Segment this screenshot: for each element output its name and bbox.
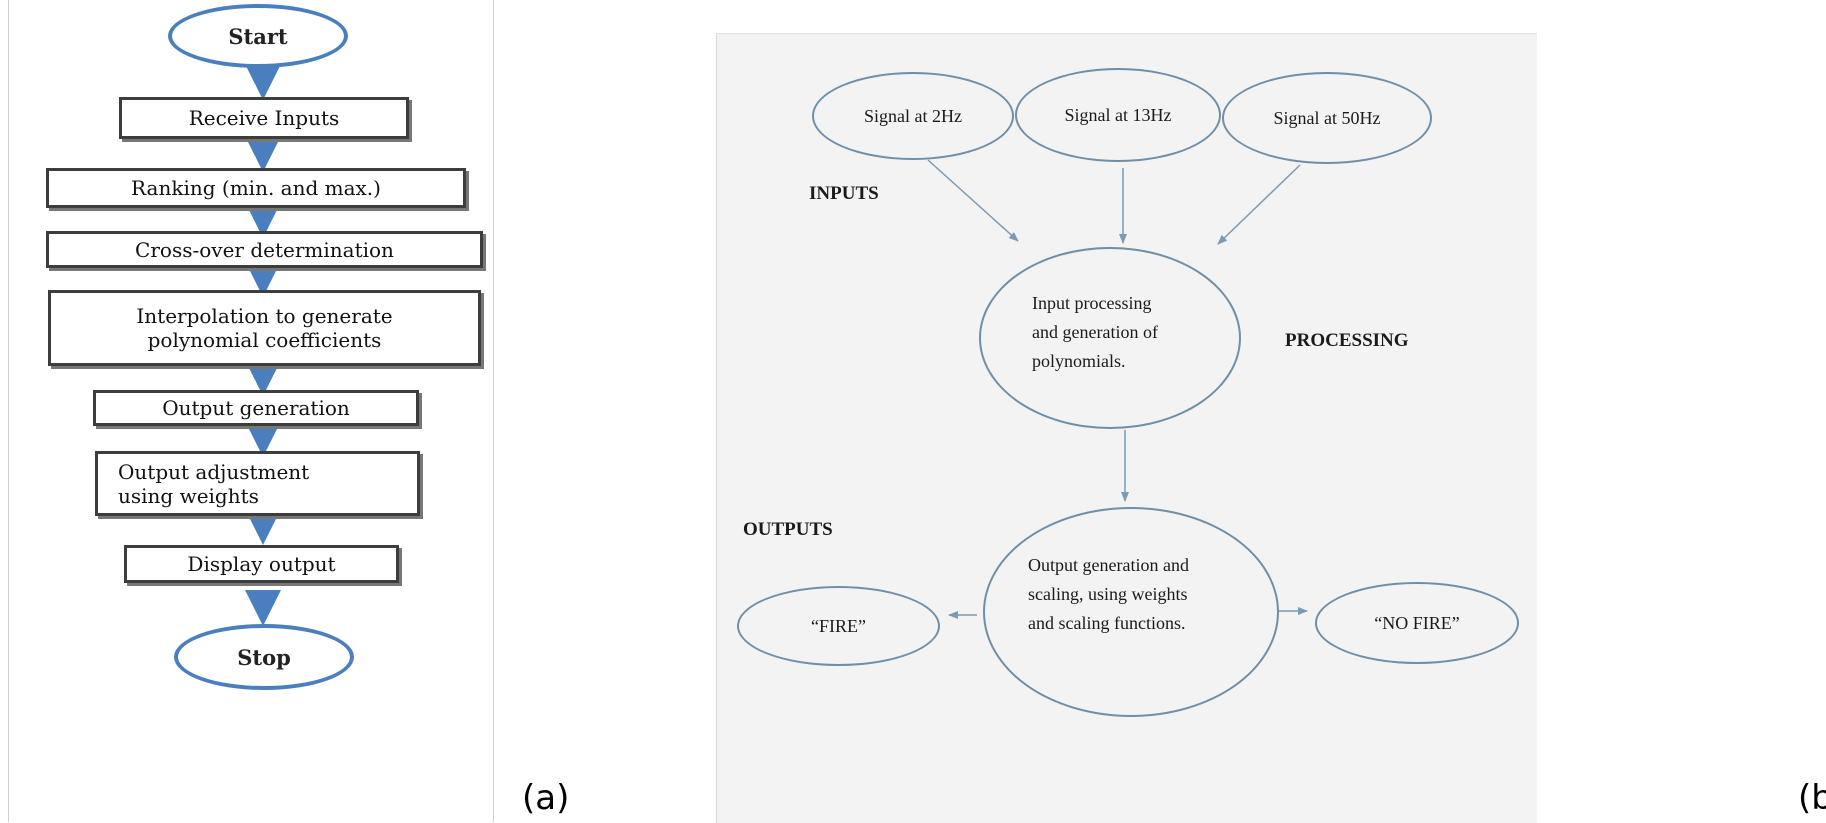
- processing-text: Input processing and generation of polyn…: [1032, 293, 1158, 371]
- flowchart-panel-a: Start Receive Inputs Ranking (min. and m…: [8, 0, 494, 822]
- panel-b-label: (b): [1798, 778, 1826, 818]
- heading-processing: PROCESSING: [1285, 330, 1409, 351]
- output-generation-text: Output generation and scaling, using wei…: [1028, 555, 1189, 633]
- start-terminal: Start: [168, 4, 348, 68]
- step-receive-inputs: Receive Inputs: [119, 97, 409, 139]
- output-generation-node: [983, 507, 1279, 717]
- heading-inputs: INPUTS: [809, 183, 879, 204]
- block-arrows: [927, 159, 1308, 619]
- arrow-2hz-to-processing: [927, 159, 1019, 242]
- result-no-fire: “NO FIRE”: [1315, 582, 1519, 664]
- step-output-generation: Output generation: [93, 390, 419, 426]
- step-interpolation: Interpolation to generate polynomial coe…: [48, 290, 481, 366]
- input-signal-13hz: Signal at 13Hz: [1015, 68, 1221, 162]
- step-crossover: Cross-over determination: [46, 231, 483, 268]
- result-fire: “FIRE”: [737, 586, 940, 666]
- flow-arrows: [245, 64, 281, 626]
- heading-outputs: OUTPUTS: [743, 519, 833, 540]
- arrow-50hz-to-processing: [1217, 164, 1301, 245]
- step-ranking: Ranking (min. and max.): [46, 168, 466, 208]
- stop-terminal: Stop: [174, 624, 354, 690]
- panel-a-label: (a): [522, 778, 570, 818]
- step-display-output: Display output: [124, 545, 399, 583]
- processing-node: [979, 247, 1241, 429]
- input-signal-50hz: Signal at 50Hz: [1222, 72, 1432, 164]
- input-signal-2hz: Signal at 2Hz: [812, 72, 1014, 160]
- block-diagram-panel-b: Signal at 2Hz Signal at 13Hz Signal at 5…: [716, 33, 1537, 823]
- step-output-adjustment: Output adjustment using weights: [95, 451, 420, 516]
